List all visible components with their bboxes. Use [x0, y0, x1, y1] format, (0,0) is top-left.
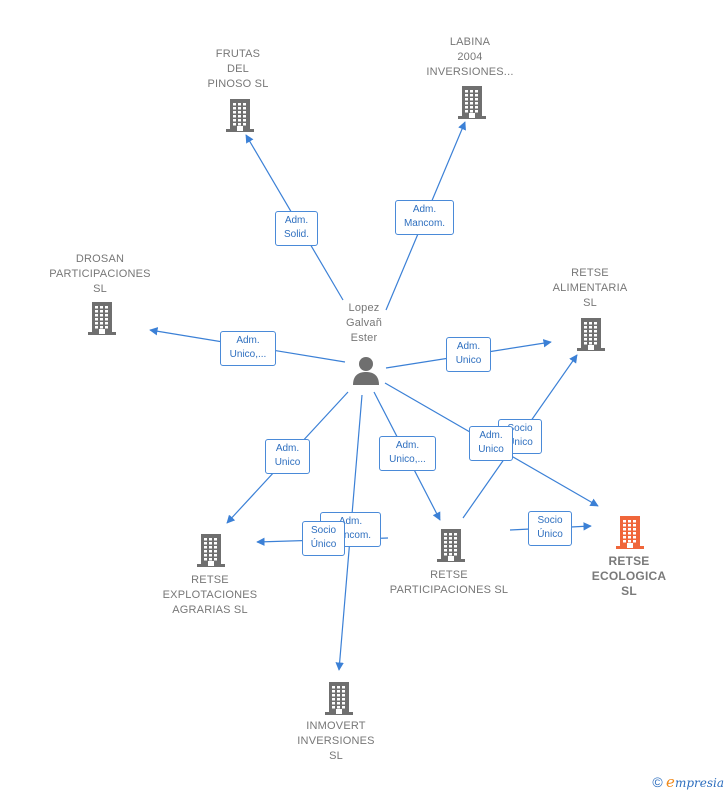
company-label-drosan[interactable]: DROSAN PARTICIPACIONES SL [49, 253, 151, 295]
footer-brand[interactable]: © empresia [652, 773, 724, 791]
relationship-badge-drosan[interactable]: Adm. Unico,... [220, 331, 276, 366]
person-label[interactable]: Lopez Galvañ Ester [345, 302, 383, 344]
company-label-retse-alimentaria[interactable]: RETSE ALIMENTARIA SL [552, 267, 628, 309]
copyright-icon: © [652, 774, 663, 790]
building-icon[interactable] [575, 316, 607, 352]
company-label-retse-participaciones[interactable]: RETSE PARTICIPACIONES SL [389, 569, 509, 596]
company-label-retse-ecologica[interactable]: RETSE ECOLOGICA SL [591, 554, 667, 598]
company-label-labina[interactable]: LABINA 2004 INVERSIONES... [426, 36, 514, 78]
company-label-inmovert[interactable]: INMOVERT INVERSIONES SL [297, 720, 375, 762]
building-icon[interactable] [435, 527, 467, 563]
building-icon[interactable] [224, 97, 256, 133]
company-label-frutas[interactable]: FRUTAS DEL PINOSO SL [207, 48, 269, 90]
relationship-badge-ecologica[interactable]: Adm. Unico [469, 426, 513, 461]
relationship-badge-alimentaria[interactable]: Adm. Unico [446, 337, 491, 372]
company-label-retse-explotaciones[interactable]: RETSE EXPLOTACIONES AGRARIAS SL [162, 574, 258, 616]
building-icon-highlight[interactable] [614, 514, 646, 550]
relationship-badge-labina[interactable]: Adm. Mancom. [395, 200, 454, 235]
brand-logo-initial: e [666, 773, 675, 791]
relationship-badge-socio-ecologica[interactable]: Socio Único [528, 511, 572, 546]
relationship-badge-participaciones[interactable]: Adm. Unico,... [379, 436, 436, 471]
relationship-badge-frutas[interactable]: Adm. Solid. [275, 211, 318, 246]
relationship-badge-explotaciones[interactable]: Adm. Unico [265, 439, 310, 474]
building-icon[interactable] [323, 680, 355, 716]
brand-logo-text: mpresia [674, 776, 724, 790]
relationship-badge-socio-explotaciones[interactable]: Socio Único [302, 521, 345, 556]
building-icon[interactable] [195, 532, 227, 568]
person-icon[interactable] [351, 355, 381, 385]
building-icon[interactable] [86, 300, 118, 336]
building-icon[interactable] [456, 84, 488, 120]
